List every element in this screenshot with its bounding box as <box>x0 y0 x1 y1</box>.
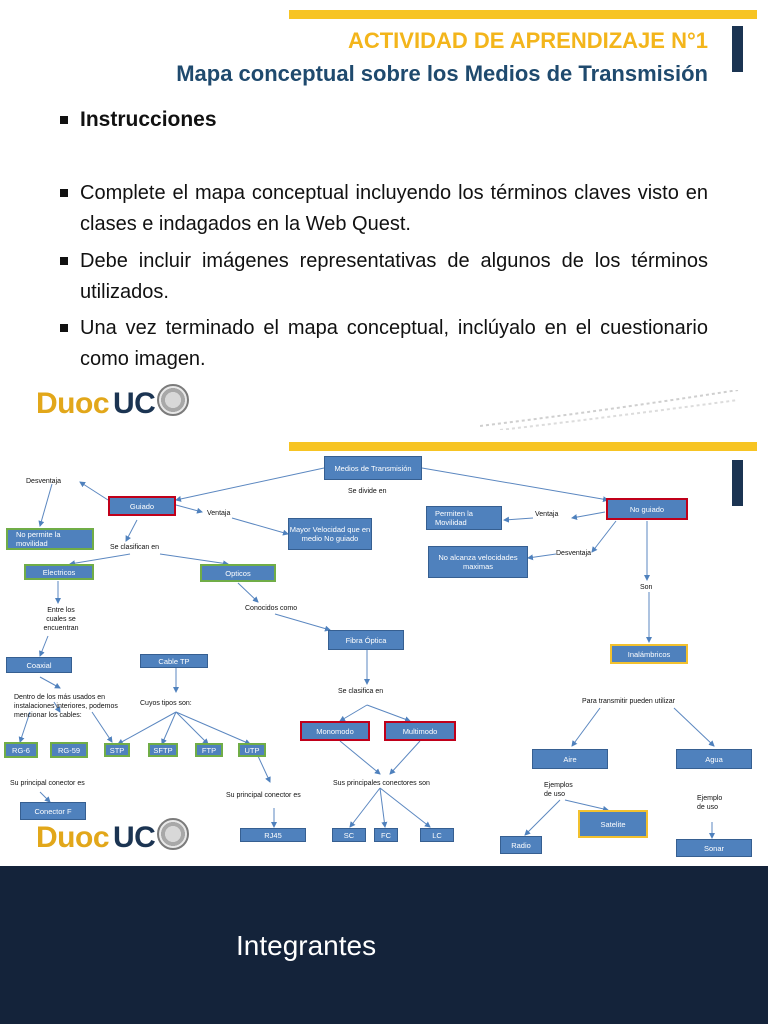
side-mark <box>732 460 743 506</box>
activity-title: ACTIVIDAD DE APRENDIZAJE N°1 <box>347 28 708 53</box>
node-multimodo: Multimodo <box>384 721 456 741</box>
bullet <box>60 189 68 197</box>
node-rg59: RG-59 <box>50 742 88 758</box>
label-son: Son <box>640 584 653 591</box>
instruction-item: Complete el mapa conceptual incluyendo l… <box>80 182 708 235</box>
bullet <box>60 116 68 124</box>
node-monomodo: Monomodo <box>300 721 370 741</box>
label-se-divide: Se divide en <box>348 488 387 495</box>
side-mark <box>732 26 743 72</box>
accent-bar <box>289 442 757 451</box>
seal-icon <box>157 384 190 416</box>
connector-lines <box>18 467 715 839</box>
node-opticos: Opticos <box>200 564 276 582</box>
label-desventaja-right: Desventaja <box>556 550 592 557</box>
node-lc: LC <box>420 828 454 842</box>
node-no-alcanza: No alcanza velocidades maximas <box>428 546 528 578</box>
node-sc: SC <box>332 828 366 842</box>
node-guiado: Guiado <box>108 496 176 516</box>
node-permite-movilidad: Permiten la Movilidad <box>426 506 502 530</box>
label-su-principal-mid: Su principal conector es <box>226 792 301 799</box>
label-se-clasifica: Se clasifica en <box>338 688 384 695</box>
node-ftp: FTP <box>195 743 223 757</box>
concept-map: Medios de Transmisión Guiado No guiado N… <box>0 430 768 866</box>
node-cable-tp: Cable TP <box>140 654 208 668</box>
instruction-item: Debe incluir imágenes representativas de… <box>80 250 708 303</box>
label-ejemplo-uso: Ejemplo de uso <box>697 795 723 811</box>
label-para-transmitir: Para transmitir pueden utilizar <box>582 698 675 705</box>
instructions-heading: Instrucciones <box>80 108 217 131</box>
node-coaxial: Coaxial <box>6 657 72 673</box>
node-no-permite: No permite la movilidad <box>6 528 94 550</box>
members-title: Integrantes <box>236 930 377 961</box>
label-se-clasifican: Se clasifican en <box>110 544 160 551</box>
label-cuyos-tipos: Cuyos tipos son: <box>140 700 192 707</box>
node-electricos: Electricos <box>24 564 94 580</box>
accent-bar <box>289 10 757 19</box>
node-stp: STP <box>104 743 130 757</box>
label-conocidos-como: Conocidos como <box>245 605 298 612</box>
bullet <box>60 324 68 332</box>
node-conector-f: Conector F <box>20 802 86 820</box>
node-no-guiado: No guiado <box>606 498 688 520</box>
node-inalambricos: Inalámbricos <box>610 644 688 664</box>
label-su-principal-left: Su principal conector es <box>10 780 85 787</box>
node-rg6: RG-6 <box>4 742 38 758</box>
node-fibra: Fibra Óptica <box>328 630 404 650</box>
label-ventaja-left: Ventaja <box>207 510 231 517</box>
instructions-slide: ACTIVIDAD DE APRENDIZAJE N°1 Mapa concep… <box>0 0 768 430</box>
node-aire: Aire <box>532 749 608 769</box>
seal-icon <box>157 818 190 850</box>
node-agua: Agua <box>676 749 752 769</box>
decorative-dots <box>480 390 739 430</box>
node-sonar: Sonar <box>676 839 752 857</box>
node-rj45: RJ45 <box>240 828 306 842</box>
node-fc: FC <box>374 828 398 842</box>
label-sus-principales: Sus principales conectores son <box>333 780 430 787</box>
bullet <box>60 257 68 265</box>
label-entre-los: Entre los cuales se encuentran <box>43 607 79 632</box>
node-medios: Medios de Transmisión <box>324 456 422 480</box>
label-dentro-de: Dentro de los más usados en instalacione… <box>14 694 118 719</box>
label-ejemplos-uso: Ejemplos de uso <box>544 782 573 798</box>
instruction-item: Una vez terminado el mapa conceptual, in… <box>80 317 708 370</box>
node-radio: Radio <box>500 836 542 854</box>
label-desventaja-left: Desventaja <box>26 478 62 485</box>
node-satelite: Satelite <box>578 810 648 838</box>
label-ventaja-right: Ventaja <box>535 511 559 518</box>
node-utp: UTP <box>238 743 266 757</box>
node-mayor-velocidad: Mayor Velocidad que en medio No guiado <box>288 518 372 550</box>
activity-subtitle: Mapa conceptual sobre los Medios de Tran… <box>176 61 708 86</box>
members-slide: Integrantes <box>0 866 768 1024</box>
node-sftp: SFTP <box>148 743 178 757</box>
